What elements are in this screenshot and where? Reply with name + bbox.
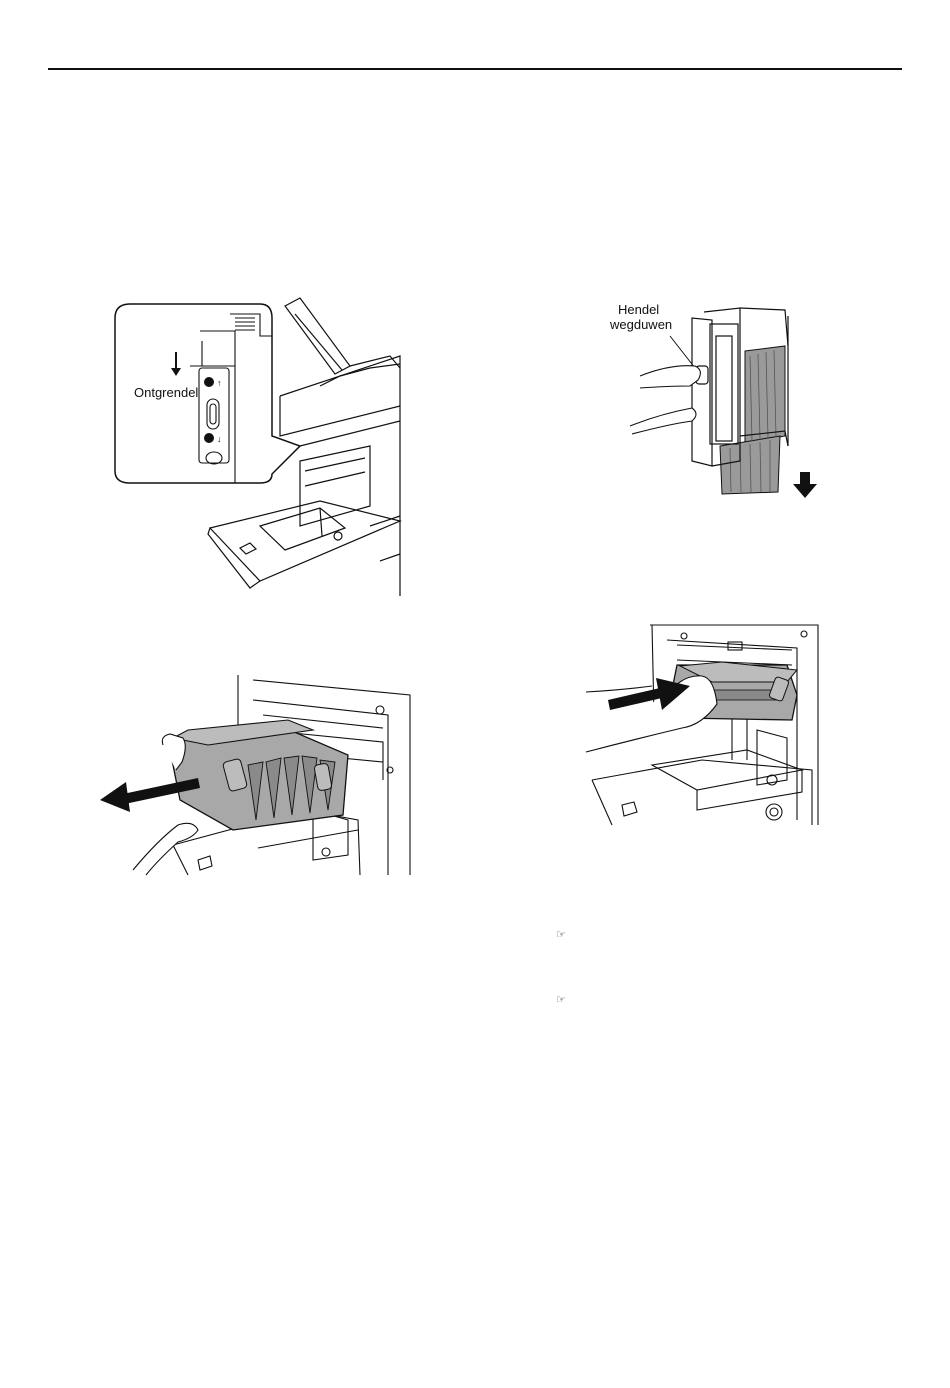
figure-push-lever: Hendel wegduwen	[600, 296, 830, 501]
lock-down-arrow: ↓	[217, 434, 222, 444]
figure-unlock: ↑ ↓ Ontgrendel	[110, 296, 410, 601]
push-lever-label-line1: Hendel	[618, 302, 659, 317]
push-lever-illustration: Hendel wegduwen	[600, 296, 830, 501]
pointing-hand-icon: ☞	[556, 993, 566, 1006]
push-in-illustration	[582, 620, 822, 830]
pull-out-illustration	[98, 670, 418, 880]
unlock-illustration: ↑ ↓ Ontgrendel	[110, 296, 410, 601]
unlock-label: Ontgrendel	[134, 385, 198, 400]
header-rule	[48, 68, 902, 70]
figure-push-in	[582, 620, 822, 830]
lock-up-arrow: ↑	[217, 378, 222, 388]
figure-pull-out	[98, 670, 418, 880]
pointing-hand-icon: ☞	[556, 928, 566, 941]
push-lever-label-line2: wegduwen	[609, 317, 672, 332]
lock-closed-icon	[204, 377, 214, 387]
arrow-down-icon	[793, 472, 817, 498]
lock-open-icon	[204, 433, 214, 443]
